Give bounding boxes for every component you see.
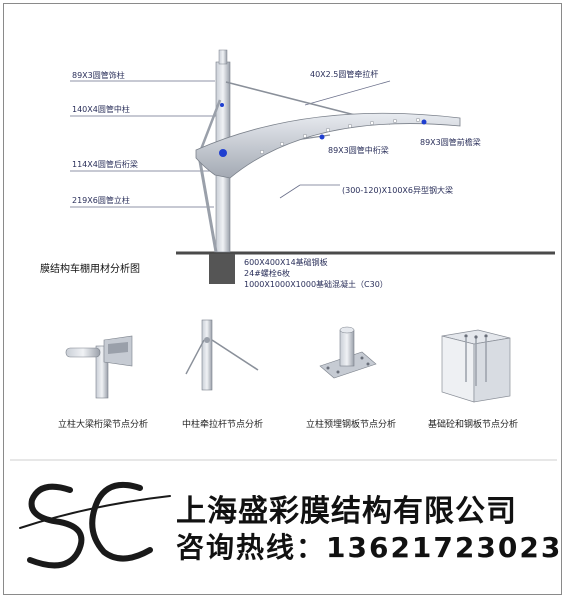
back-strut: [198, 99, 222, 153]
caption-detail-2: 中柱牵拉杆节点分析: [182, 418, 263, 430]
caption-detail-4: 基础砼和钢板节点分析: [428, 418, 518, 430]
image-frame: [3, 3, 562, 595]
back-brace: [196, 149, 218, 253]
decor-column-top: [218, 49, 228, 65]
hotline: 咨询热线：13621723023: [176, 531, 563, 564]
label-decor-column: 89X3圆管饰柱: [72, 70, 125, 80]
label-mid-purlin: 89X3圆管中桁梁: [328, 145, 389, 155]
foundation-line-1: 600X400X14基础钢板: [244, 257, 328, 267]
label-eave-beam: 89X3圆管前檐梁: [420, 137, 481, 147]
foundation-block: [209, 254, 235, 284]
sc-logo: [19, 482, 171, 569]
foundation-line-3: 1000X1000X1000基础混凝土（C30）: [244, 279, 388, 289]
leader-lines: [70, 80, 391, 208]
main-beam: [195, 112, 461, 179]
foundation-line-2: 24#螺栓6枚: [244, 268, 290, 278]
diagram-title: 膜结构车棚用材分析图: [40, 262, 140, 275]
node-markers: [219, 103, 427, 157]
label-back-purlin: 114X4圆管后桁梁: [72, 159, 138, 169]
detail-embedded-plate-node: [319, 326, 377, 379]
detail-post-beam-node: [65, 335, 133, 399]
caption-detail-3: 立柱预埋钢板节点分析: [306, 418, 396, 430]
label-tie-rod: 40X2.5圆管牵拉杆: [310, 69, 378, 79]
detail-mid-column-tie-node: [185, 319, 259, 391]
label-main-beam: (300-120)X100X6异型钢大梁: [342, 185, 453, 195]
detail-foundation-node: [441, 329, 511, 403]
label-mid-column: 140X4圆管中柱: [72, 104, 130, 114]
label-post: 219X6圆管立柱: [72, 195, 130, 205]
beam-holes: [259, 117, 421, 155]
company-name: 上海盛彩膜结构有限公司: [176, 494, 517, 529]
caption-detail-1: 立柱大梁桁梁节点分析: [58, 418, 148, 430]
